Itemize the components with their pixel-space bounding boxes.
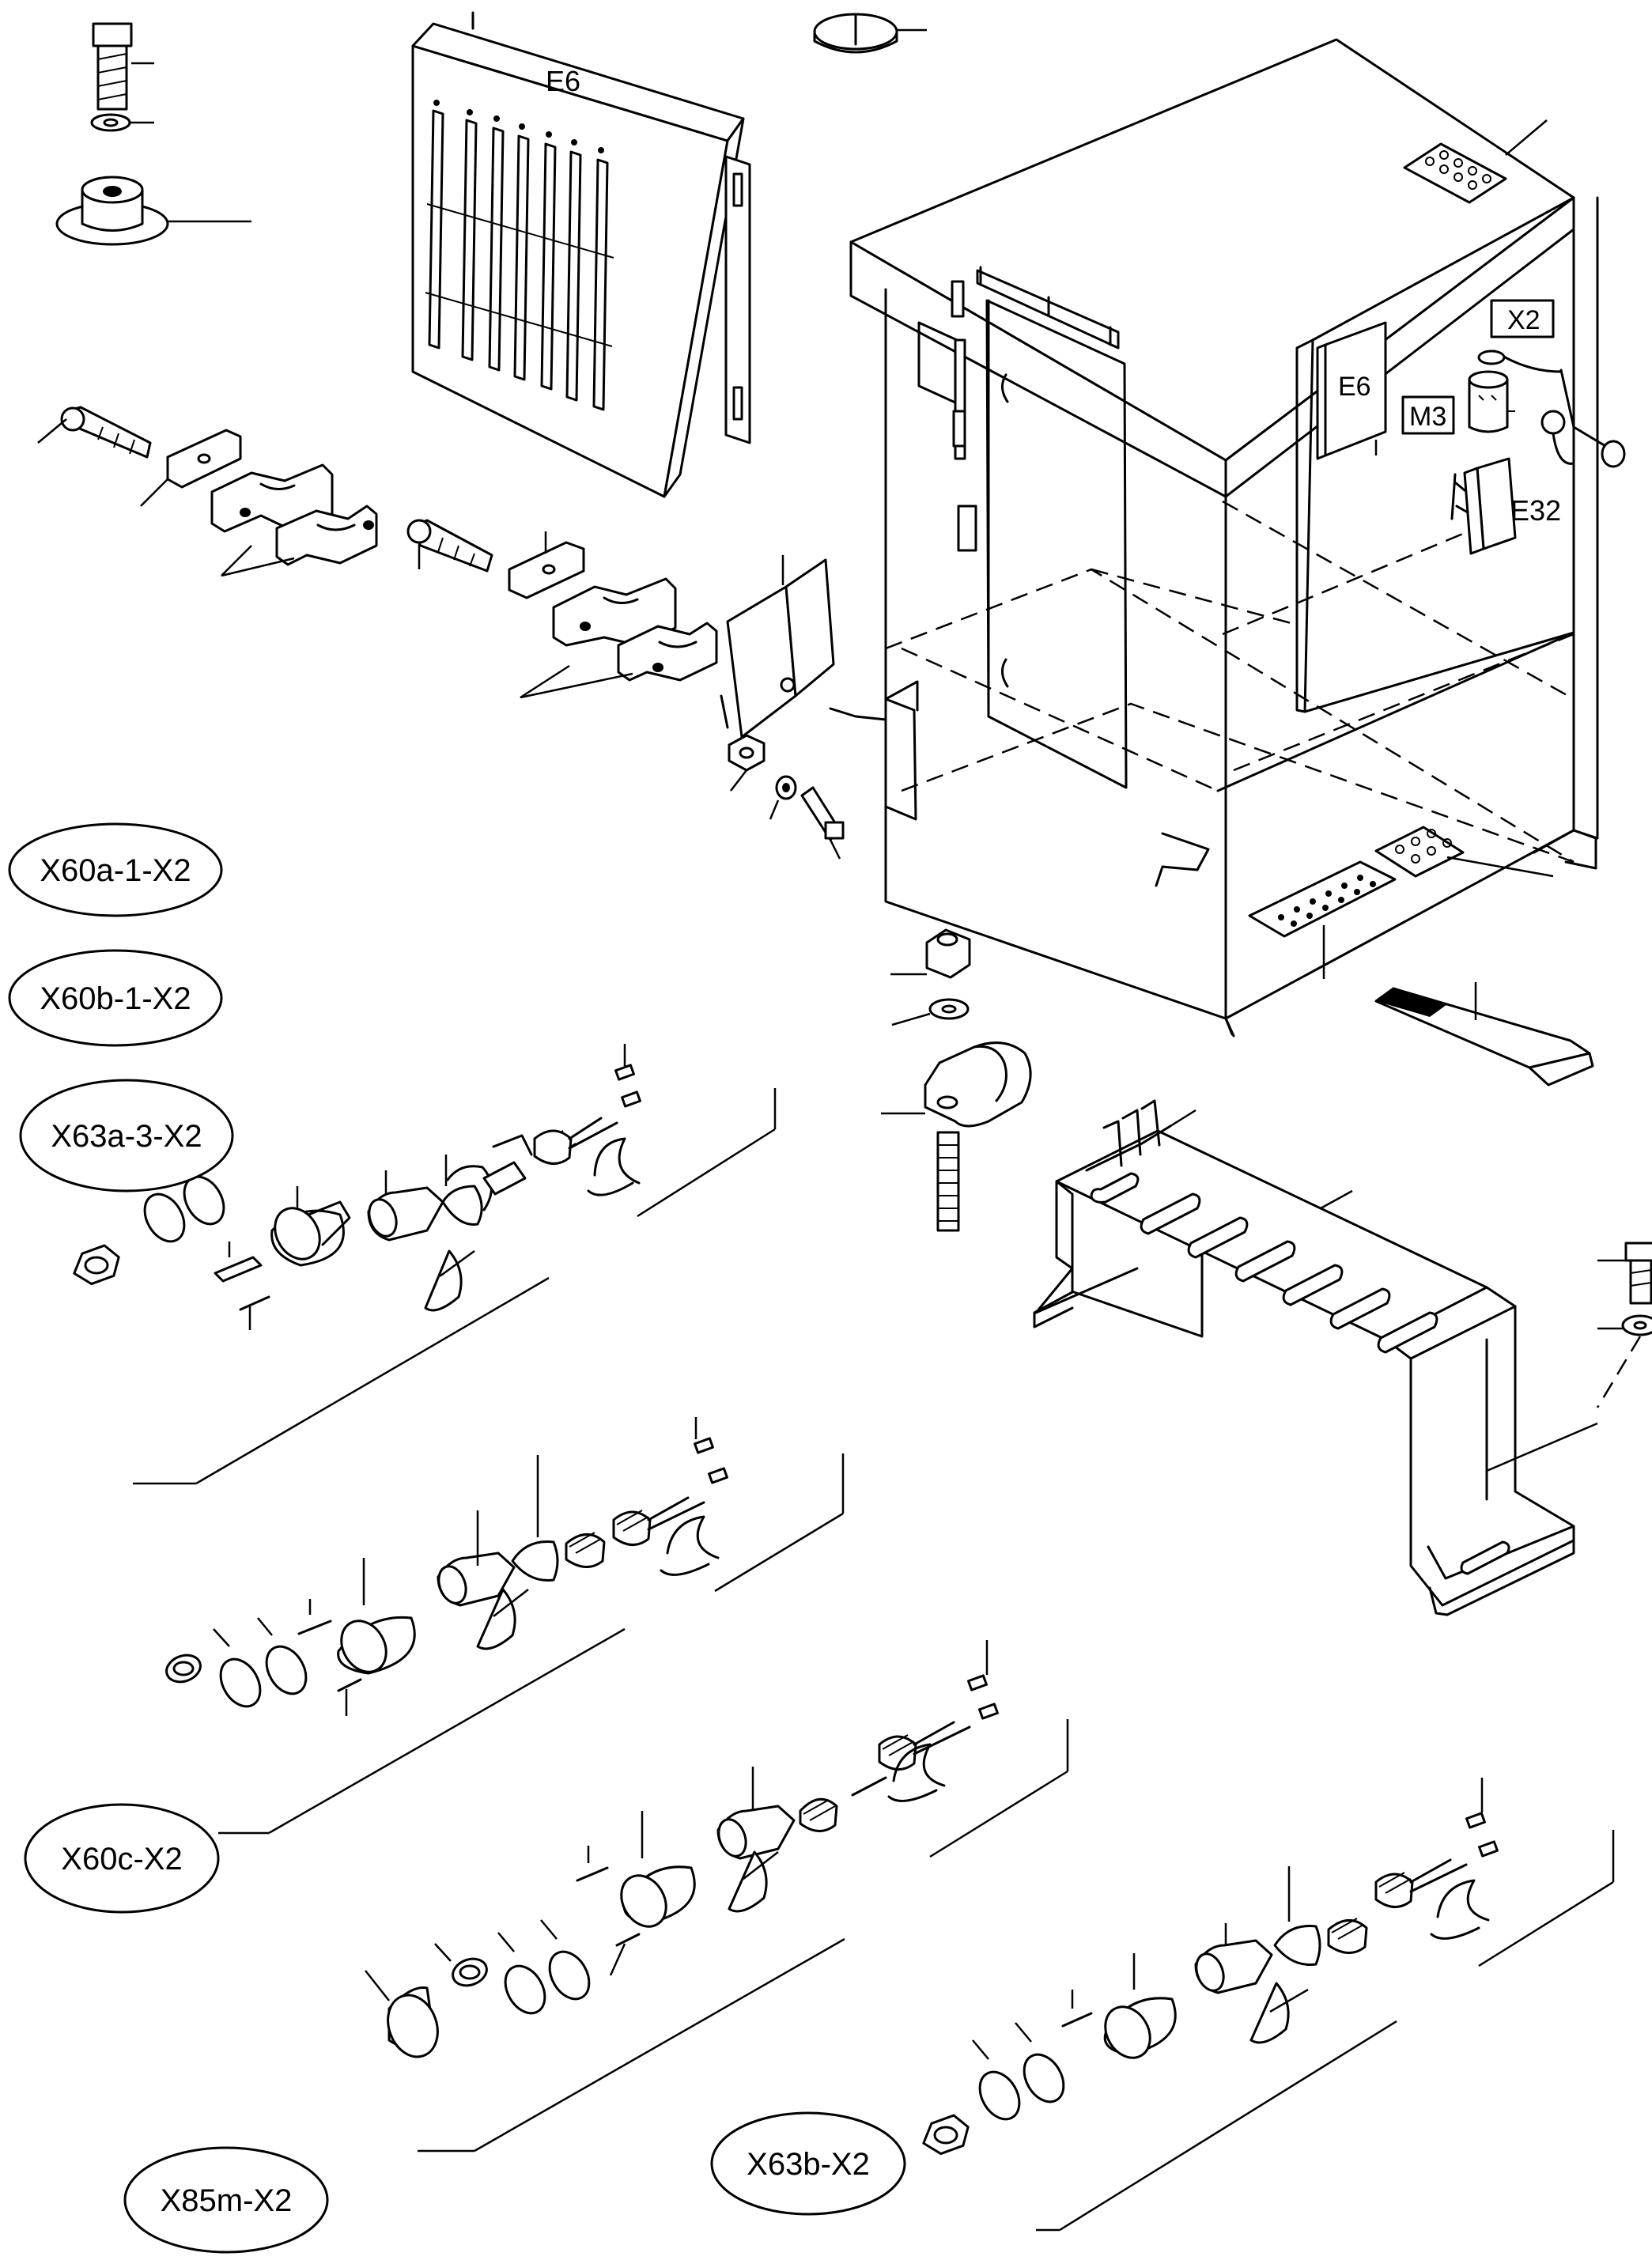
label-x60c: X60c-X2 bbox=[24, 1803, 220, 1914]
connector-assembly-4 bbox=[922, 1778, 1615, 2232]
label-x60a: X60a-1-X2 bbox=[8, 822, 223, 917]
label-x63b: X63b-X2 bbox=[710, 2111, 906, 2216]
m3-box-label: M3 bbox=[1409, 402, 1446, 432]
label-x85m: X85m-X2 bbox=[123, 2146, 329, 2254]
e6-control-panel: E6 bbox=[411, 11, 751, 498]
floor-grille-large bbox=[1248, 860, 1397, 979]
e6-panel-slots bbox=[425, 100, 614, 411]
clamp-set-left bbox=[37, 406, 378, 577]
top-vent-grille bbox=[1403, 119, 1548, 204]
label-x63a: X63a-3-X2 bbox=[19, 1079, 234, 1192]
x2-box-label: X2 bbox=[1507, 305, 1540, 335]
base-bracket bbox=[1033, 1099, 1598, 1616]
label-x60b: X60b-1-X2 bbox=[8, 949, 223, 1047]
label-x63a-text: X63a-3-X2 bbox=[51, 1119, 202, 1154]
e6-box-label: E6 bbox=[1338, 372, 1371, 402]
angle-bracket bbox=[720, 555, 845, 860]
connector-assembly-1 bbox=[73, 1044, 777, 1485]
label-x60b-text: X60b-1-X2 bbox=[40, 981, 191, 1016]
label-x85m-text: X85m-X2 bbox=[161, 2183, 293, 2218]
clamp-set-center bbox=[406, 519, 718, 699]
main-cabinet: E6 X2 M3 bbox=[829, 38, 1626, 1038]
e32-component: E32 bbox=[1450, 457, 1561, 555]
right-bolt-washer bbox=[1596, 1242, 1652, 1408]
strap bbox=[1374, 982, 1594, 1087]
p-clip-stack bbox=[881, 928, 1032, 1232]
mount-bolt-stack bbox=[55, 22, 251, 246]
label-x63b-text: X63b-X2 bbox=[747, 2147, 870, 2182]
e6-component-box: E6 bbox=[1316, 321, 1387, 460]
label-x60a-text: X60a-1-X2 bbox=[40, 853, 191, 888]
e32-label: E32 bbox=[1510, 494, 1561, 527]
connector-assembly-3 bbox=[365, 1640, 1069, 2153]
label-x60c-text: X60c-X2 bbox=[61, 1842, 182, 1877]
e6-panel-label: E6 bbox=[546, 65, 580, 97]
x2-connector-callout: X2 bbox=[1490, 299, 1626, 468]
connector-assembly-2 bbox=[165, 1417, 845, 1835]
cap-disc bbox=[813, 13, 927, 54]
m3-component: M3 bbox=[1401, 350, 1515, 435]
floor-grille-small bbox=[1374, 826, 1554, 878]
